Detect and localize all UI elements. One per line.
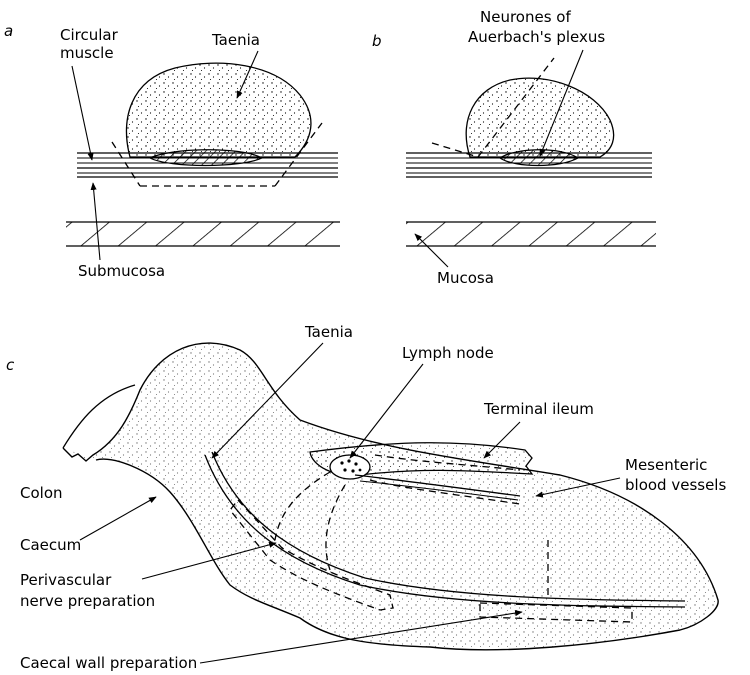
panel-b: b Neurones of Auerbach's plexus Mucosa bbox=[372, 8, 656, 287]
mucosa-band-b bbox=[406, 222, 656, 246]
taenia-a-label: Taenia bbox=[211, 31, 260, 49]
caecum-arrow bbox=[80, 497, 156, 540]
panel-a: a Circular muscle Taenia bbox=[4, 22, 340, 280]
mucosa-band-a bbox=[66, 222, 340, 246]
caecum-outline bbox=[63, 343, 718, 650]
caecal-wall-label: Caecal wall preparation bbox=[20, 654, 197, 672]
circular-muscle-label-1: Circular bbox=[60, 26, 119, 44]
mesenteric-label-2: blood vessels bbox=[625, 476, 726, 494]
taenia-a-shape bbox=[126, 63, 310, 157]
neurones-label-1: Neurones of bbox=[480, 8, 571, 26]
lymph-node-label: Lymph node bbox=[402, 344, 494, 362]
mesenteric-label-1: Mesenteric bbox=[625, 456, 707, 474]
neurones-label-2: Auerbach's plexus bbox=[468, 28, 605, 46]
panel-c: c Taenia Lymph node bbox=[6, 323, 726, 672]
submucosa-label: Submucosa bbox=[78, 262, 165, 280]
caecum-label: Caecum bbox=[20, 536, 81, 554]
panel-b-letter: b bbox=[372, 32, 382, 50]
circular-muscle-arrow bbox=[72, 66, 92, 160]
terminal-ileum-label: Terminal ileum bbox=[483, 400, 594, 418]
panel-c-letter: c bbox=[6, 356, 15, 374]
taenia-c-label: Taenia bbox=[304, 323, 353, 341]
perivascular-label-1: Perivascular bbox=[20, 571, 112, 589]
panel-a-letter: a bbox=[4, 22, 13, 40]
colon-label: Colon bbox=[20, 484, 63, 502]
perivascular-label-2: nerve preparation bbox=[20, 592, 155, 610]
circular-muscle-label-2: muscle bbox=[60, 44, 114, 62]
mucosa-label: Mucosa bbox=[437, 269, 494, 287]
taenia-b-shape bbox=[466, 78, 613, 157]
